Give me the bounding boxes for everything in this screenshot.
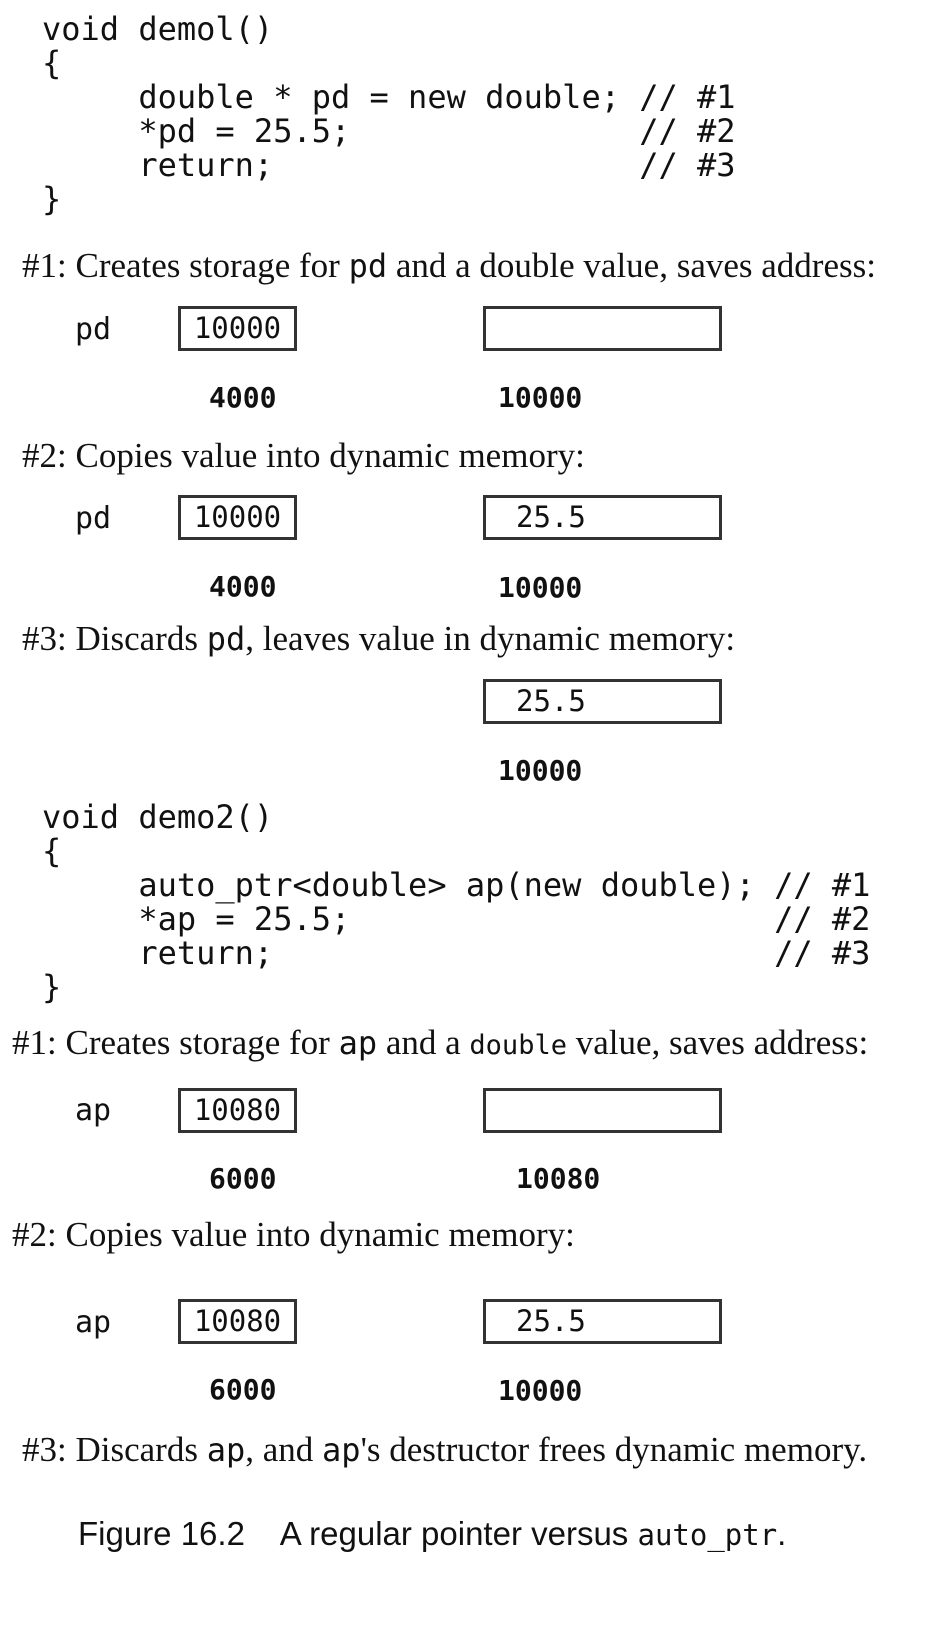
code-line: }	[42, 968, 62, 1006]
code-line: void demol()	[42, 10, 274, 48]
pointer-address: 6000	[209, 1373, 277, 1406]
demo2-code-block: void demo2() { auto_ptr<double> ap(new d…	[42, 800, 870, 1004]
pointer-name: ap	[75, 1305, 112, 1340]
pointer-box: 10080	[178, 1299, 297, 1344]
heap-box: 25.5	[483, 495, 722, 540]
pointer-address: 6000	[209, 1162, 277, 1195]
pointer-name: pd	[75, 501, 112, 536]
pointer-address: 4000	[209, 570, 277, 603]
heap-address: 10080	[516, 1162, 601, 1195]
code-line: return; // #3	[42, 146, 736, 184]
demo1-code-block: void demol() { double * pd = new double;…	[42, 12, 736, 216]
code-line: void demo2()	[42, 798, 274, 836]
code-line: *pd = 25.5; // #2	[42, 112, 736, 150]
heap-box	[483, 1088, 722, 1133]
code-line: double * pd = new double; // #1	[42, 78, 736, 116]
pointer-name: pd	[75, 312, 112, 347]
demo2-step2-description: #2: Copies value into dynamic memory:	[12, 1215, 575, 1254]
heap-address: 10000	[498, 381, 583, 414]
code-line: *ap = 25.5; // #2	[42, 900, 871, 938]
heap-box: 25.5	[483, 679, 722, 724]
heap-box	[483, 306, 722, 351]
pointer-address: 4000	[209, 381, 277, 414]
heap-box: 25.5	[483, 1299, 722, 1344]
code-line: {	[42, 832, 62, 870]
heap-address: 10000	[498, 1374, 583, 1407]
code-line: return; // #3	[42, 934, 871, 972]
pointer-box: 10000	[178, 495, 297, 540]
demo2-step3-description: #3: Discards ap, and ap's destructor fre…	[22, 1430, 868, 1469]
pointer-box: 10000	[178, 306, 297, 351]
figure-caption: Figure 16.2 A regular pointer versus aut…	[78, 1515, 787, 1552]
figure-number: Figure 16.2	[78, 1515, 245, 1552]
heap-address: 10000	[498, 571, 583, 604]
code-line: }	[42, 180, 62, 218]
demo1-step2-description: #2: Copies value into dynamic memory:	[22, 436, 585, 475]
demo1-step1-description: #1: Creates storage for pd and a double …	[22, 246, 876, 285]
code-line: auto_ptr<double> ap(new double); // #1	[42, 866, 871, 904]
demo2-step1-description: #1: Creates storage for ap and a double …	[12, 1023, 869, 1062]
pointer-box: 10080	[178, 1088, 297, 1133]
heap-address: 10000	[498, 754, 583, 787]
pointer-name: ap	[75, 1093, 112, 1128]
code-line: {	[42, 44, 62, 82]
demo1-step3-description: #3: Discards pd, leaves value in dynamic…	[22, 619, 736, 658]
